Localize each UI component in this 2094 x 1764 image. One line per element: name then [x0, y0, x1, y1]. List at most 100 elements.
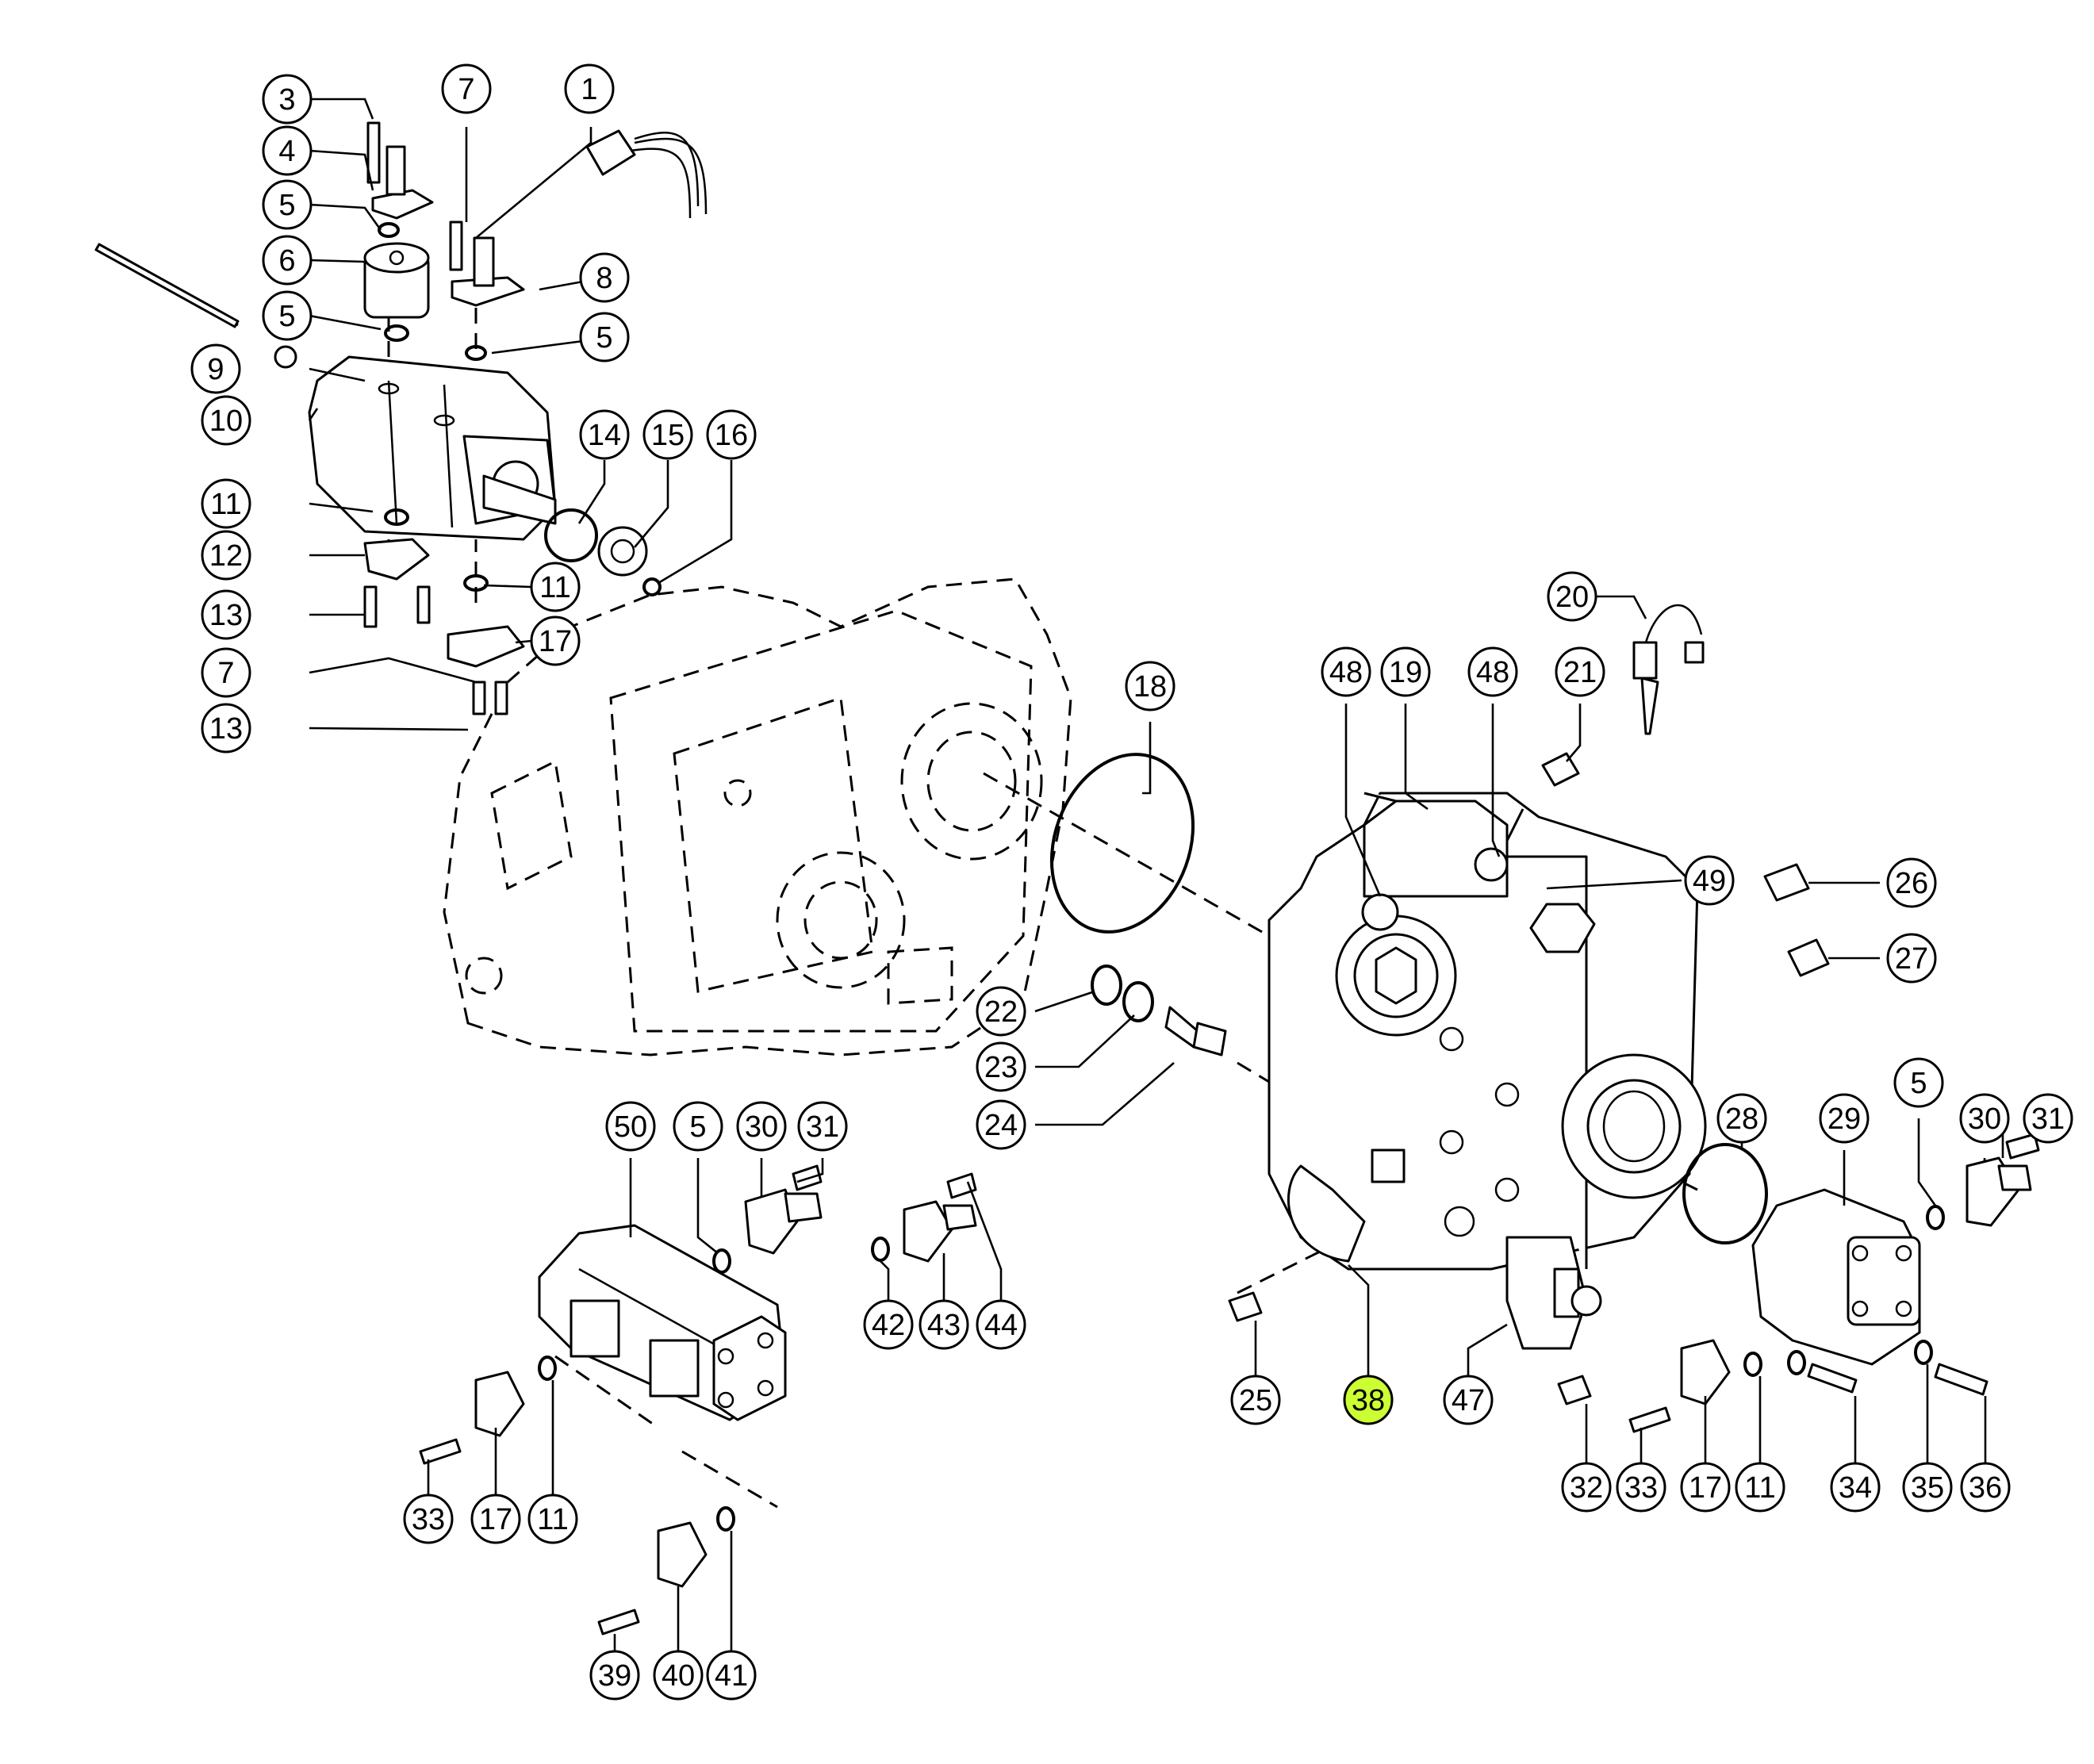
callout-5[interactable]: 5: [262, 290, 313, 341]
callout-30[interactable]: 30: [736, 1101, 787, 1152]
gear-pump-part-29: [1751, 1188, 1921, 1366]
callout-44[interactable]: 44: [976, 1299, 1026, 1350]
callout-bubble: [1886, 933, 1937, 984]
callout-17[interactable]: 17: [470, 1494, 521, 1544]
callout-label: 48: [1476, 656, 1509, 689]
callout-4[interactable]: 4: [262, 125, 313, 176]
callout-label: 5: [278, 189, 295, 222]
callout-43[interactable]: 43: [919, 1299, 969, 1350]
callout-label: 23: [984, 1051, 1018, 1084]
callout-label: 7: [458, 73, 474, 106]
callout-bubble: [201, 647, 251, 698]
callout-3[interactable]: 3: [262, 74, 313, 125]
callout-30[interactable]: 30: [1959, 1093, 2010, 1144]
callout-5[interactable]: 5: [262, 179, 313, 230]
callout-10[interactable]: 10: [201, 395, 251, 446]
callout-47[interactable]: 47: [1443, 1375, 1494, 1425]
callout-label: 13: [209, 712, 243, 746]
washer-part-22: [1091, 964, 1122, 1006]
callout-bubble: [201, 395, 251, 446]
callout-13[interactable]: 13: [201, 589, 251, 640]
flange-part-43: [903, 1172, 977, 1263]
callout-label: 7: [217, 657, 234, 690]
o-ring-part-28: [1682, 1143, 1768, 1244]
callout-bubble: [1125, 661, 1175, 711]
callout-5[interactable]: 5: [579, 312, 630, 362]
callout-label: 30: [1968, 1102, 2001, 1136]
callout-label: 19: [1389, 656, 1422, 689]
callout-8[interactable]: 8: [579, 252, 630, 303]
callout-31[interactable]: 31: [797, 1101, 848, 1152]
callout-16[interactable]: 16: [706, 409, 757, 460]
callout-label: 11: [210, 488, 241, 521]
callout-9[interactable]: 9: [190, 343, 241, 394]
callout-42[interactable]: 42: [863, 1299, 914, 1350]
washer-part-34: [1787, 1350, 1806, 1375]
callout-bubble: [262, 125, 313, 176]
callout-23[interactable]: 23: [976, 1041, 1026, 1092]
callout-31[interactable]: 31: [2023, 1093, 2073, 1144]
callout-bubble: [1960, 1462, 2011, 1513]
tandem-gear-pump-part-50: [538, 1224, 787, 1421]
callout-label: 5: [278, 300, 295, 333]
callout-33[interactable]: 33: [1616, 1462, 1666, 1513]
callout-24[interactable]: 24: [976, 1099, 1026, 1150]
callout-28[interactable]: 28: [1716, 1093, 1767, 1144]
callout-11[interactable]: 11: [530, 562, 581, 612]
callout-17[interactable]: 17: [530, 615, 581, 666]
callout-label: 20: [1555, 581, 1589, 614]
callout-48[interactable]: 48: [1321, 646, 1371, 697]
callout-7[interactable]: 7: [441, 63, 492, 114]
callout-1[interactable]: 1: [564, 63, 615, 114]
callout-35[interactable]: 35: [1902, 1462, 1953, 1513]
callout-label: 6: [278, 244, 295, 278]
callout-label: 35: [1911, 1471, 1944, 1505]
callout-5[interactable]: 5: [673, 1101, 723, 1152]
callout-bubble: [470, 1494, 521, 1544]
callout-19[interactable]: 19: [1380, 646, 1431, 697]
fitting-part-25: [1228, 1291, 1263, 1322]
callout-20[interactable]: 20: [1547, 571, 1597, 622]
speed-sensor-part-20: [1632, 604, 1705, 735]
callout-label: 9: [207, 353, 224, 386]
callout-11[interactable]: 11: [201, 478, 251, 529]
callout-41[interactable]: 41: [706, 1650, 757, 1701]
callout-34[interactable]: 34: [1830, 1462, 1881, 1513]
callout-21[interactable]: 21: [1555, 646, 1605, 697]
callout-7[interactable]: 7: [201, 647, 251, 698]
callout-13[interactable]: 13: [201, 703, 251, 754]
callout-29[interactable]: 29: [1819, 1093, 1870, 1144]
callout-bubble: [262, 179, 313, 230]
callout-48[interactable]: 48: [1467, 646, 1518, 697]
callout-15[interactable]: 15: [642, 409, 693, 460]
callout-12[interactable]: 12: [201, 530, 251, 581]
callout-32[interactable]: 32: [1561, 1462, 1612, 1513]
callout-39[interactable]: 39: [589, 1650, 640, 1701]
callout-27[interactable]: 27: [1886, 933, 1937, 984]
callout-22[interactable]: 22: [976, 986, 1026, 1037]
tandem-gear-pump-assembly: [94, 121, 708, 715]
callout-bubble: [1561, 1462, 1612, 1513]
callout-bubble: [1830, 1462, 1881, 1513]
callout-50[interactable]: 50: [605, 1101, 656, 1152]
callout-bubble: [1819, 1093, 1870, 1144]
callout-14[interactable]: 14: [579, 409, 630, 460]
callout-33[interactable]: 33: [403, 1494, 454, 1544]
callout-40[interactable]: 40: [653, 1650, 704, 1701]
callout-25[interactable]: 25: [1230, 1375, 1281, 1425]
callout-26[interactable]: 26: [1886, 857, 1937, 908]
callout-11[interactable]: 11: [1735, 1462, 1785, 1513]
callout-label: 24: [984, 1109, 1018, 1142]
callout-label: 15: [651, 419, 685, 452]
callout-6[interactable]: 6: [262, 235, 313, 286]
callout-5[interactable]: 5: [1893, 1057, 1944, 1108]
callout-18[interactable]: 18: [1125, 661, 1175, 711]
callout-17[interactable]: 17: [1680, 1462, 1731, 1513]
callout-49[interactable]: 49: [1684, 855, 1735, 906]
callout-11[interactable]: 11: [527, 1494, 578, 1544]
callout-36[interactable]: 36: [1960, 1462, 2011, 1513]
callout-bubble: [1886, 857, 1937, 908]
callout-bubble: [736, 1101, 787, 1152]
callout-38[interactable]: 38: [1343, 1375, 1394, 1425]
callout-bubble: [1716, 1093, 1767, 1144]
